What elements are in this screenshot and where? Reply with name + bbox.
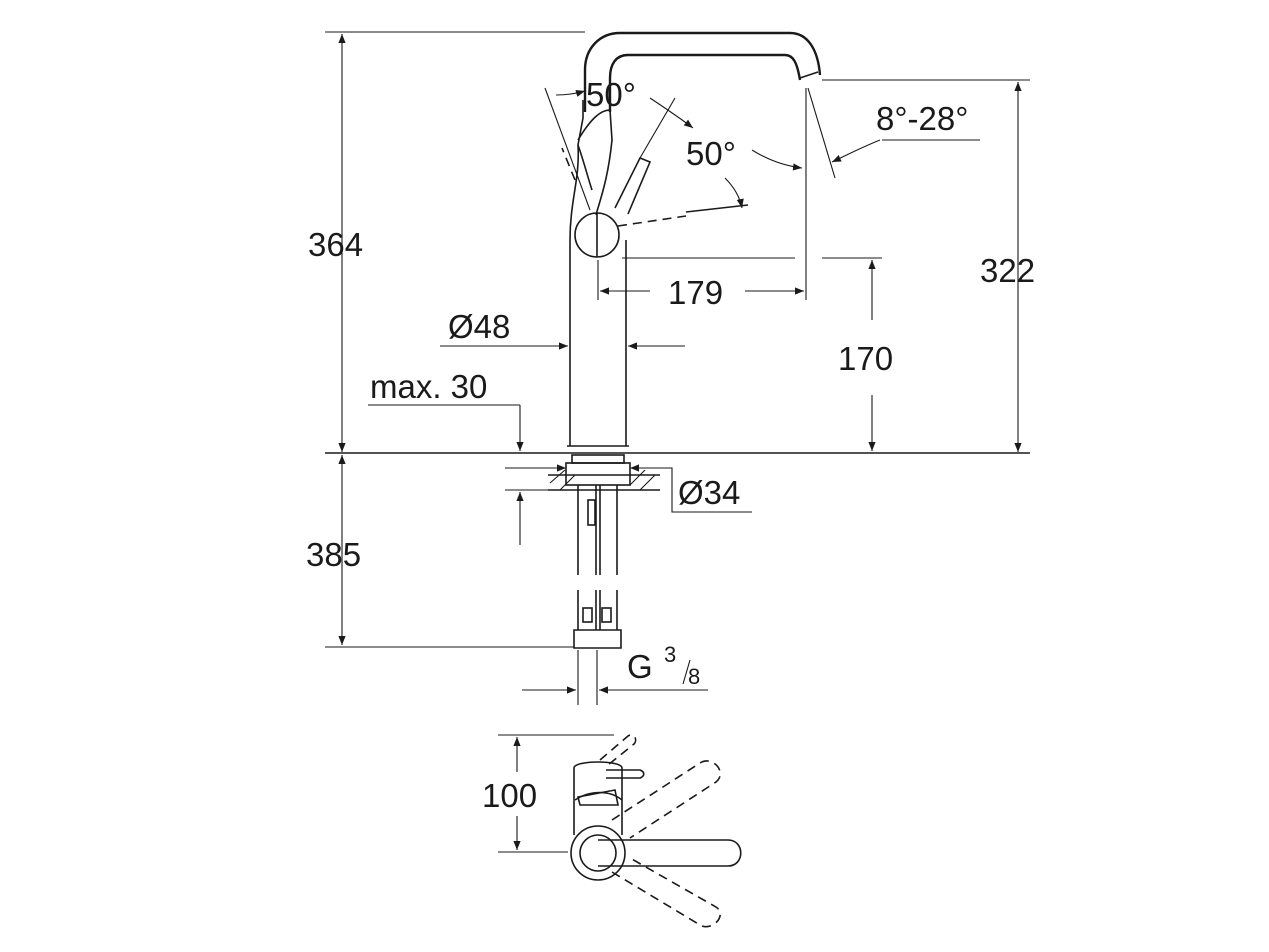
faucet-top-view: 100 bbox=[482, 734, 742, 928]
dim-swivel-right: 50° bbox=[686, 135, 736, 172]
dim-reach: 179 bbox=[668, 274, 723, 311]
dim-thread-numerator: 3 bbox=[664, 642, 676, 667]
dim-top-view-depth: 100 bbox=[482, 777, 537, 814]
dim-lever-height: 170 bbox=[838, 340, 893, 377]
dim-max-counter-thickness: max. 30 bbox=[370, 368, 487, 405]
dim-spout-height: 322 bbox=[980, 252, 1035, 289]
dim-spout-tilt: 8°-28° bbox=[876, 100, 968, 137]
dim-total-height: 364 bbox=[308, 226, 363, 263]
dim-below-counter: 385 bbox=[306, 536, 361, 573]
dim-body-diameter: Ø48 bbox=[448, 308, 510, 345]
dim-thread-g: G bbox=[627, 648, 653, 685]
dim-thread-denominator: 8 bbox=[688, 664, 700, 689]
faucet-side-view bbox=[561, 31, 822, 447]
mounting-assembly bbox=[548, 454, 660, 649]
dim-swivel-left: 50° bbox=[586, 76, 636, 113]
dim-hole-diameter: Ø34 bbox=[678, 474, 740, 511]
